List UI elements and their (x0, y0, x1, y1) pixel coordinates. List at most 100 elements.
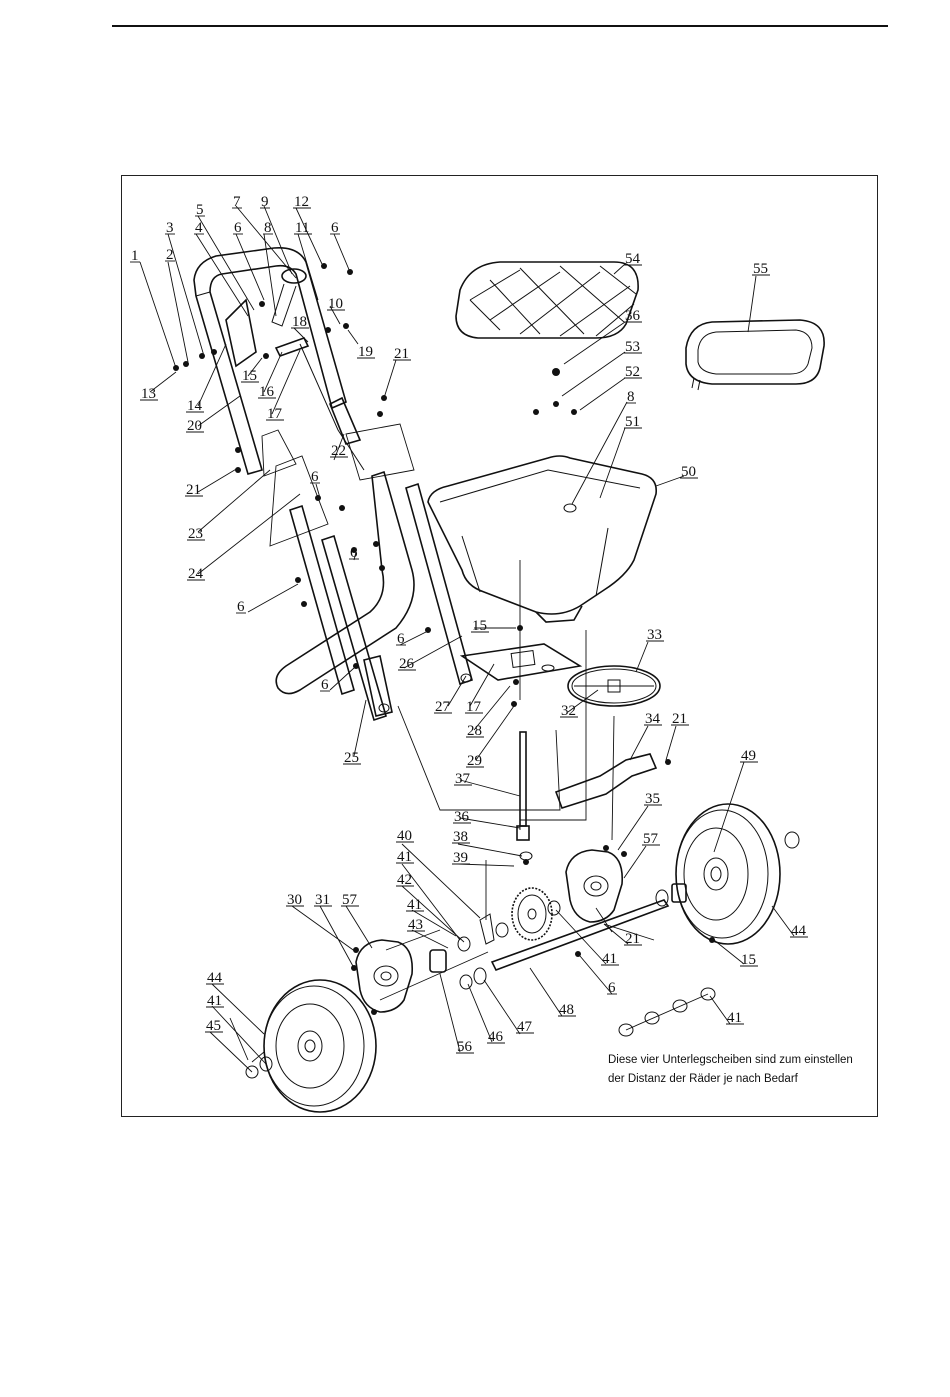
part-number-label: 3 (166, 220, 174, 236)
part-number-label: 27 (435, 699, 451, 715)
handle-assembly (193, 246, 365, 475)
tube-connector (554, 753, 658, 809)
part-number-label: 17 (466, 699, 482, 715)
gear-housing-right (565, 849, 624, 923)
control-plate (225, 298, 257, 368)
diagram-frame (121, 175, 878, 1117)
part-number-label: 15 (472, 618, 487, 634)
part-number-label: 1 (131, 248, 139, 264)
axle-bracket (459, 643, 583, 681)
rain-cover (685, 319, 825, 391)
part-number-label: 41 (207, 993, 222, 1009)
part-number-label: 14 (187, 398, 203, 414)
part-number-label: 20 (187, 418, 202, 434)
part-number-label: 7 (233, 194, 241, 210)
part-number-label: 24 (188, 566, 204, 582)
right-wheel (675, 803, 800, 945)
axle (490, 899, 670, 972)
left-wheel (245, 979, 377, 1113)
part-number-label: 21 (394, 346, 409, 362)
part-number-label: 18 (292, 314, 307, 330)
spacer-washers (618, 987, 716, 1037)
part-number-label: 8 (264, 220, 272, 236)
hopper (427, 455, 658, 623)
part-number-label: 48 (559, 1002, 574, 1018)
frame-tubes (275, 470, 473, 722)
part-number-label: 4 (195, 220, 203, 236)
washer-note-line2: der Distanz der Räder je nach Bedarf (608, 1073, 799, 1085)
part-number-label: 33 (647, 627, 662, 643)
part-number-label: 37 (455, 771, 471, 787)
part-number-label: 8 (627, 389, 635, 405)
part-number-label: 12 (294, 194, 309, 210)
part-number-label: 15 (242, 368, 257, 384)
part-number-label: 6 (397, 631, 405, 647)
part-number-label: 40 (397, 828, 412, 844)
part-number-label: 6 (321, 677, 329, 693)
part-number-label: 43 (408, 917, 423, 933)
spreader-plate (567, 665, 661, 707)
part-number-label: 42 (397, 872, 412, 888)
part-number-label: 45 (206, 1018, 221, 1034)
part-number-label: 54 (625, 251, 641, 267)
part-number-label: 16 (259, 384, 275, 400)
part-number-label: 6 (350, 545, 358, 561)
part-number-label: 46 (488, 1029, 504, 1045)
part-number-label: 6 (608, 980, 616, 996)
part-number-label: 6 (331, 220, 339, 236)
part-number-label: 31 (315, 892, 330, 908)
part-number-label: 2 (166, 247, 174, 263)
bushings (429, 883, 687, 990)
part-number-label: 52 (625, 364, 640, 380)
part-number-label: 44 (791, 923, 807, 939)
part-number-label: 21 (672, 711, 687, 727)
part-number-label: 47 (517, 1019, 533, 1035)
part-number-label: 29 (467, 753, 482, 769)
drive-gear (511, 887, 553, 941)
part-number-label: 53 (625, 339, 640, 355)
part-number-label: 51 (625, 414, 640, 430)
part-number-label: 56 (457, 1039, 473, 1055)
gear-housing-left (355, 939, 414, 1013)
leg-tube (363, 655, 393, 717)
part-number-label: 11 (295, 220, 309, 236)
hopper-cover (455, 261, 639, 339)
part-number-label: 39 (453, 850, 468, 866)
part-number-label: 36 (625, 308, 641, 324)
part-number-label: 22 (331, 443, 346, 459)
part-number-label: 10 (328, 296, 343, 312)
part-number-label: 9 (261, 194, 269, 210)
control-knob (281, 268, 307, 284)
part-number-label: 23 (188, 526, 203, 542)
part-number-label: 30 (287, 892, 302, 908)
part-number-label: 41 (397, 849, 412, 865)
part-number-label: 41 (407, 897, 422, 913)
part-number-label: 6 (311, 469, 319, 485)
part-number-label: 6 (234, 220, 242, 236)
part-number-label: 41 (602, 951, 617, 967)
header-rule (112, 25, 888, 27)
part-number-label: 26 (399, 656, 415, 672)
fasteners (173, 263, 715, 1015)
part-number-label: 41 (727, 1010, 742, 1026)
part-number-label: 21 (186, 482, 201, 498)
part-number-label: 55 (753, 261, 768, 277)
part-number-label: 19 (358, 344, 373, 360)
shaft-spring (516, 825, 530, 841)
part-number-label: 5 (196, 202, 204, 218)
part-number-label: 21 (625, 931, 640, 947)
part-number-label: 25 (344, 750, 359, 766)
part-number-label: 15 (741, 952, 756, 968)
part-number-label: 49 (741, 748, 756, 764)
part-number-label: 13 (141, 386, 156, 402)
leader-lines (139, 205, 795, 1073)
part-number-label: 57 (643, 831, 659, 847)
part-number-label: 44 (207, 970, 223, 986)
part-number-label: 57 (342, 892, 358, 908)
part-number-label: 38 (453, 829, 468, 845)
part-number-label: 32 (561, 703, 576, 719)
part-number-label: 28 (467, 723, 482, 739)
part-number-label: 6 (237, 599, 245, 615)
